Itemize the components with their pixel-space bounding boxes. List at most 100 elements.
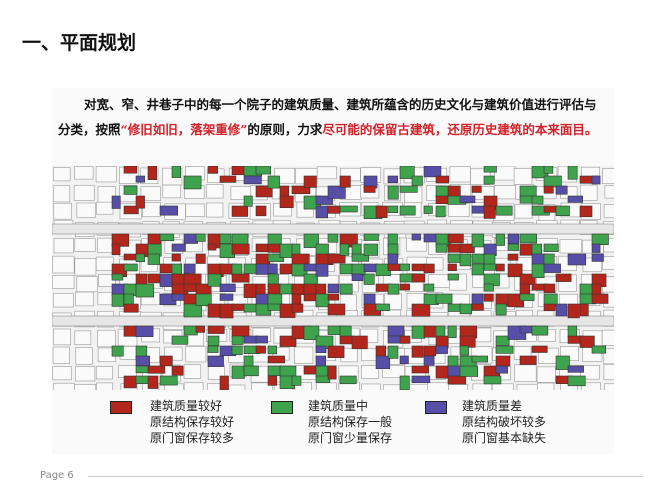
map-building [183, 325, 198, 336]
map-building [579, 303, 589, 317]
map-building [519, 293, 535, 301]
map-parcel [361, 383, 381, 390]
map-building [303, 283, 317, 295]
map-building [483, 283, 494, 292]
map-parcel [97, 329, 116, 348]
map-building [435, 205, 446, 218]
map-building [579, 205, 593, 218]
map-building [243, 335, 258, 344]
map-building [363, 185, 376, 193]
map-parcel [75, 291, 94, 307]
map-building [435, 175, 450, 184]
map-building [159, 375, 178, 386]
map-building [207, 325, 225, 334]
map-parcel [76, 276, 98, 293]
map-building [147, 365, 166, 374]
map-parcel [205, 184, 224, 199]
map-building [387, 205, 399, 213]
map-parcel [536, 366, 556, 383]
map-building [555, 303, 568, 317]
map-building [495, 263, 505, 272]
map-building [147, 273, 161, 284]
map-building [159, 233, 175, 242]
map-building [435, 345, 448, 354]
map-parcel [162, 184, 182, 199]
map-parcel [74, 257, 97, 276]
map-building [555, 185, 568, 195]
map-building [387, 283, 400, 295]
map-building [315, 345, 327, 353]
map-building [411, 375, 431, 383]
map-building [135, 325, 154, 337]
map-building [243, 365, 259, 377]
map-building [411, 263, 426, 272]
map-parcel [53, 328, 71, 346]
map-building [219, 303, 234, 319]
map-building [531, 325, 549, 336]
map-parcel [448, 384, 469, 390]
map-building [291, 283, 305, 295]
map-building [327, 283, 339, 293]
map-parcel [251, 382, 273, 390]
map-building [339, 175, 351, 188]
map-building [495, 335, 510, 346]
map-building [135, 195, 145, 209]
map-building [435, 325, 446, 338]
intro-goal: 尽可能的保留古建筑，还原历史建筑的本来面目。 [322, 122, 598, 137]
map-building [363, 293, 376, 306]
map-building [231, 273, 250, 283]
map-building [543, 175, 562, 188]
map-parcel [74, 166, 94, 180]
map-building [411, 273, 426, 283]
map-building [423, 205, 433, 214]
map-building [447, 303, 463, 312]
map-building [327, 205, 341, 214]
map-parcel [140, 186, 161, 202]
map-parcel [74, 330, 92, 345]
legend-swatch-medium [271, 401, 293, 414]
map-building [459, 345, 469, 356]
map-building [123, 263, 138, 272]
map-building [195, 325, 205, 333]
map-building [255, 335, 268, 344]
map-building [243, 283, 256, 298]
map-building [375, 345, 387, 357]
map-building [519, 233, 537, 244]
map-parcel [516, 383, 539, 390]
map-building [459, 243, 475, 253]
map-building [207, 335, 220, 347]
map-building [399, 335, 411, 344]
map-building [495, 205, 513, 216]
map-parcel [514, 204, 533, 219]
map-building [207, 303, 221, 318]
map-parcel [183, 382, 204, 390]
map-building [375, 355, 391, 369]
map-parcel [74, 238, 96, 252]
map-parcel [76, 202, 96, 218]
map-building [567, 325, 578, 338]
map-building [219, 175, 237, 183]
map-building [423, 263, 435, 274]
intro-quote: “修旧如旧，落架重修” [120, 122, 248, 137]
map-building [171, 365, 184, 376]
map-building [267, 365, 282, 376]
legend-label: 原门窗少量保存 [308, 431, 393, 445]
map-building [243, 195, 253, 207]
map-building [111, 345, 124, 357]
map-building [411, 345, 424, 358]
map-building [243, 175, 262, 185]
map-building [327, 293, 339, 301]
map-building [327, 185, 346, 199]
map-building [231, 263, 243, 276]
legend-label: 原结构保存较好 [150, 415, 235, 429]
map-building [171, 243, 186, 252]
map-parcel [53, 382, 75, 390]
map-parcel [601, 329, 614, 346]
map-building [423, 166, 442, 178]
map-building [387, 335, 402, 344]
map-building [339, 205, 358, 213]
map-building [435, 293, 453, 304]
map-parcel [602, 256, 614, 270]
map-parcel [53, 202, 72, 220]
map-building [243, 263, 258, 274]
